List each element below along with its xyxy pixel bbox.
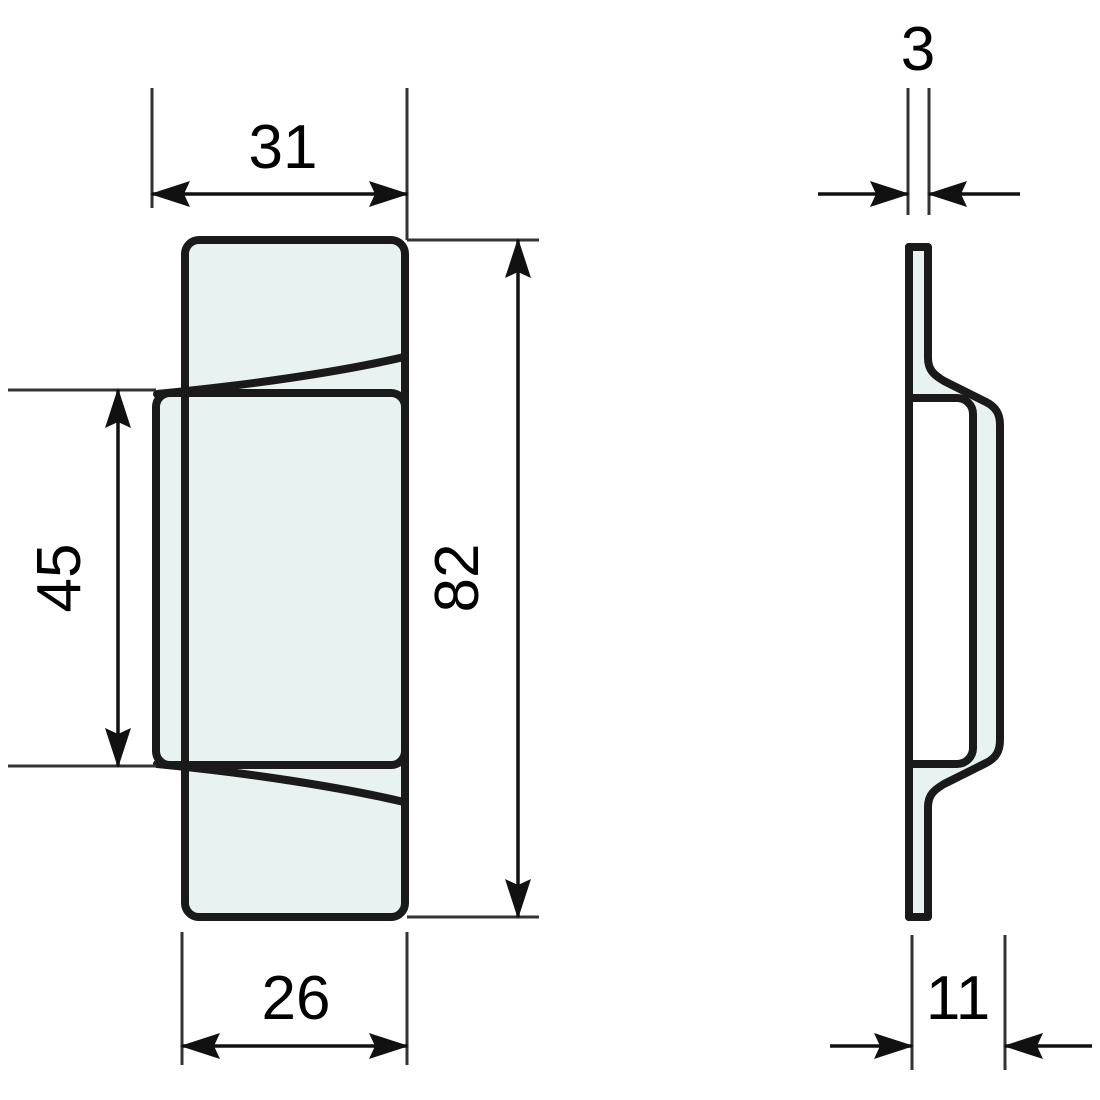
dimension-thickness: 3 [818,15,1020,215]
side-inner-recess [905,394,977,768]
front-inner-recess [152,389,409,769]
dimension-label-31: 31 [249,113,318,182]
dimension-width-top: 31 [150,88,409,240]
dimension-label-26: 26 [262,964,331,1033]
dimension-label-82: 82 [423,544,492,613]
front-view-geometry [152,236,409,921]
front-lower-curve [153,760,408,806]
dimension-width-bottom: 26 [180,932,409,1065]
dimension-depth: 11 [830,935,1092,1070]
front-upper-curve [153,353,408,398]
dimension-height-total: 82 [407,238,539,919]
dimension-label-11: 11 [926,964,990,1033]
dimension-height-inner: 45 [8,388,156,768]
dimension-label-45: 45 [25,544,94,613]
dimension-label-3: 3 [901,15,935,84]
side-view-geometry [905,243,1004,921]
